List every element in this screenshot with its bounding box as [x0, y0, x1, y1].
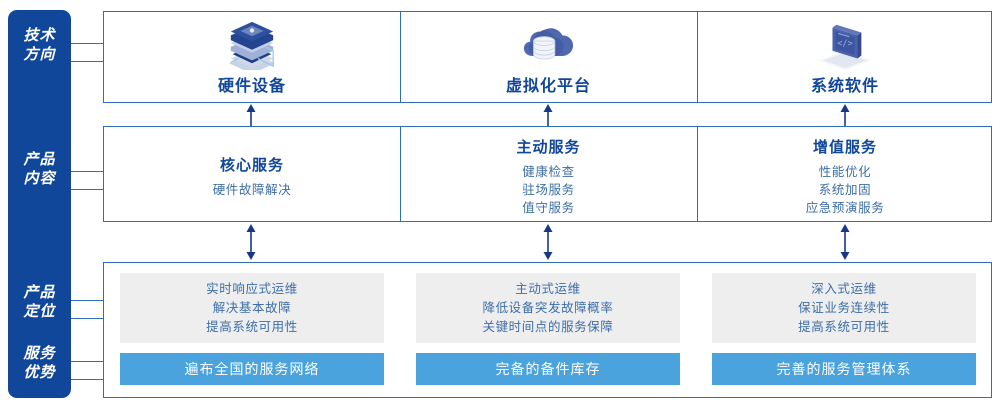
position-card-line: 深入式运维: [811, 281, 877, 296]
connector-line: [71, 379, 104, 381]
connector-line: [71, 318, 104, 320]
advantage-bar-spare-parts[interactable]: 完备的备件库存: [416, 353, 680, 385]
rail-label-line: 方向: [23, 46, 56, 63]
advantage-bar-label: 完善的服务管理体系: [776, 361, 912, 377]
rail-label-line: 服务: [23, 345, 56, 362]
tech-item-virtualization[interactable]: 虚拟化平台: [400, 12, 697, 102]
connector-line: [71, 171, 104, 173]
rail-label-service-advantage: 服务 优势: [8, 344, 71, 382]
content-item-proactive-service[interactable]: 主动服务 健康检查 驻场服务 值守服务: [400, 127, 697, 221]
arrow-tech-to-content-3: [840, 104, 850, 126]
position-card-indepth[interactable]: 深入式运维 保证业务连续性 提高系统可用性: [712, 273, 976, 343]
laptop-code-icon: </>: [819, 24, 871, 70]
content-item-line: 驻场服务: [522, 182, 575, 197]
rail-label-product-content: 产品 内容: [8, 150, 71, 188]
cloud-database-icon: [523, 28, 573, 60]
arrow-content-to-position-3: [840, 224, 850, 260]
arrow-content-to-position-1: [246, 224, 256, 260]
rail-label-line: 技术: [23, 27, 56, 44]
advantage-bar-label: 完备的备件库存: [495, 361, 601, 377]
section-divider: [400, 12, 402, 102]
tech-item-label: 虚拟化平台: [505, 78, 591, 95]
server-stack-icon: [228, 21, 276, 70]
svg-text:</>: </>: [837, 39, 853, 49]
content-item-line: 系统加固: [818, 182, 872, 197]
position-card-line: 解决基本故障: [212, 300, 292, 315]
content-item-line: 硬件故障解决: [212, 182, 292, 197]
category-rail: [8, 10, 71, 398]
tech-item-label: 硬件设备: [217, 78, 286, 95]
content-item-title: 增值服务: [812, 138, 877, 156]
content-item-line: 应急预演服务: [805, 200, 885, 215]
content-item-line: 健康检查: [522, 164, 575, 179]
position-card-line: 提高系统可用性: [798, 319, 890, 334]
position-card-line: 关键时间点的服务保障: [482, 319, 614, 334]
section-tech-direction: 硬件设备 虚拟化平台: [103, 11, 992, 103]
advantage-bar-management-system[interactable]: 完善的服务管理体系: [712, 353, 976, 385]
position-card-realtime[interactable]: 实时响应式运维 解决基本故障 提高系统可用性: [120, 273, 384, 343]
section-divider: [400, 127, 402, 221]
connector-line: [71, 189, 104, 191]
position-card-line: 保证业务连续性: [798, 300, 890, 315]
arrow-tech-to-content-2: [543, 104, 553, 126]
rail-label-tech-direction: 技术 方向: [8, 26, 71, 64]
rail-label-line: 产品: [23, 284, 56, 301]
arrow-content-to-position-2: [543, 224, 553, 260]
content-item-line: 值守服务: [522, 200, 575, 215]
section-position-advantage: 实时响应式运维 解决基本故障 提高系统可用性 主动式运维 降低设备突发故障概率 …: [103, 262, 992, 398]
tech-item-label: 系统软件: [810, 78, 879, 95]
rail-label-line: 内容: [23, 170, 56, 187]
content-item-line: 性能优化: [818, 164, 872, 179]
advantage-bar-label: 遍布全国的服务网络: [184, 361, 320, 377]
rail-label-line: 定位: [23, 303, 56, 320]
position-card-proactive[interactable]: 主动式运维 降低设备突发故障概率 关键时间点的服务保障: [416, 273, 680, 343]
arrow-tech-to-content-1: [246, 104, 256, 126]
section-product-content: 核心服务 硬件故障解决 主动服务 健康检查 驻场服务 值守服务 增值服务 性能优…: [103, 126, 992, 222]
connector-line: [71, 61, 104, 63]
section-divider: [697, 127, 699, 221]
content-item-title: 核心服务: [219, 156, 284, 174]
connector-line: [71, 361, 104, 363]
tech-item-hardware[interactable]: 硬件设备: [104, 12, 400, 102]
content-item-title: 主动服务: [516, 138, 581, 156]
position-card-line: 实时响应式运维: [206, 281, 298, 296]
rail-label-product-position: 产品 定位: [8, 283, 71, 321]
content-item-value-added-service[interactable]: 增值服务 性能优化 系统加固 应急预演服务: [697, 127, 993, 221]
section-divider: [697, 12, 699, 102]
advantage-bar-service-network[interactable]: 遍布全国的服务网络: [120, 353, 384, 385]
position-card-line: 主动式运维: [515, 281, 581, 296]
connector-line: [71, 43, 104, 45]
rail-label-line: 优势: [23, 364, 56, 381]
position-card-line: 降低设备突发故障概率: [482, 300, 614, 315]
position-card-line: 提高系统可用性: [206, 319, 298, 334]
content-item-core-service[interactable]: 核心服务 硬件故障解决: [104, 127, 400, 221]
rail-label-line: 产品: [23, 151, 56, 168]
tech-item-system-software[interactable]: </> 系统软件: [697, 12, 993, 102]
connector-line: [71, 300, 104, 302]
